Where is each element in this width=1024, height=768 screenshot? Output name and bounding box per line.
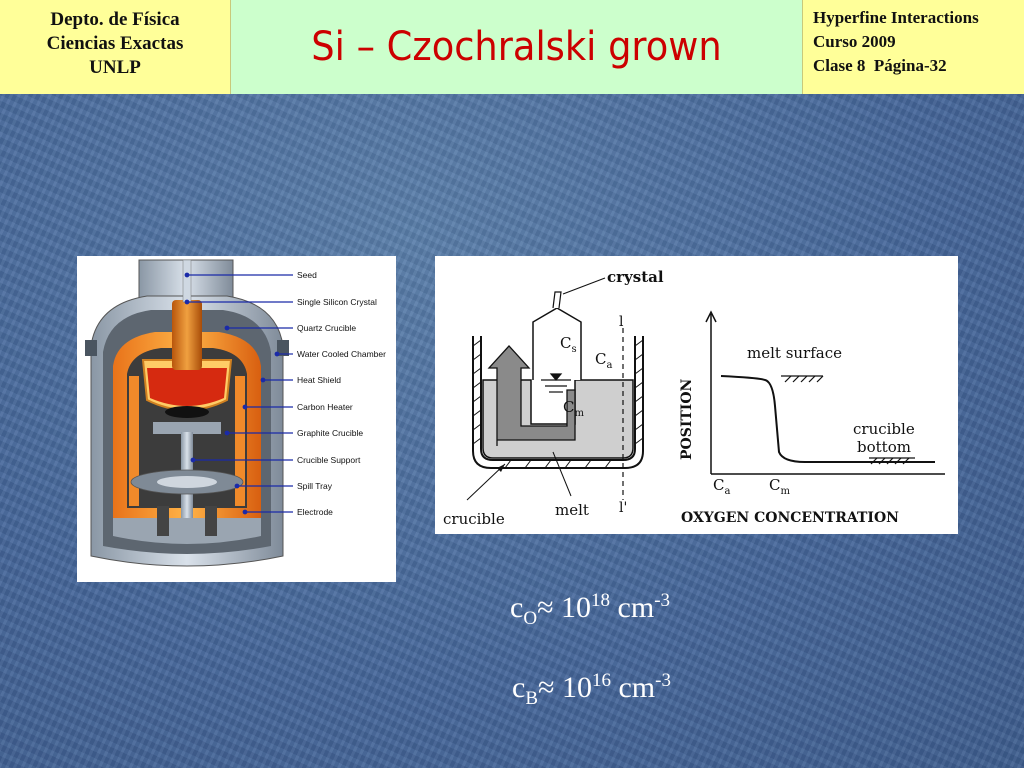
label-crucible-bottom-1: crucible bbox=[853, 420, 915, 438]
tick-cm: Cm bbox=[769, 476, 790, 497]
institution-line-1: Depto. de Física bbox=[50, 9, 180, 30]
label-graphite-crucible: Graphite Crucible bbox=[297, 428, 363, 438]
label-x-axis: OXYGEN CONCENTRATION bbox=[681, 510, 899, 526]
boron-concentration-formula: cB≈ 1016 cm-3 bbox=[512, 670, 671, 709]
course-line-1: Hyperfine Interactions bbox=[813, 8, 979, 27]
label-l-prime: l' bbox=[619, 500, 627, 516]
slide-title: Si – Czochralski grown bbox=[311, 24, 722, 70]
institution-line-3: UNLP bbox=[89, 57, 141, 78]
silicon-crystal-shape bbox=[172, 259, 202, 370]
oxygen-concentration-formula: cO≈ 1018 cm-3 bbox=[510, 590, 671, 629]
crucible-outline bbox=[472, 336, 644, 469]
institution-box: Depto. de Física Ciencias Exactas UNLP bbox=[0, 0, 231, 94]
oxygen-profile-curve bbox=[720, 375, 935, 463]
slide-header: Depto. de Física Ciencias Exactas UNLP S… bbox=[0, 0, 1024, 95]
label-water-cooled-chamber: Water Cooled Chamber bbox=[297, 349, 386, 359]
surface-marker bbox=[541, 373, 571, 393]
label-crucible-support: Crucible Support bbox=[297, 455, 361, 465]
label-carbon-heater: Carbon Heater bbox=[297, 402, 353, 412]
label-spill-tray: Spill Tray bbox=[297, 481, 333, 491]
institution-line-2: Ciencias Exactas bbox=[46, 33, 184, 54]
label-seed: Seed bbox=[297, 270, 317, 280]
label-melt: melt bbox=[555, 501, 589, 519]
label-cs: Cs bbox=[560, 334, 577, 355]
course-line-3: Clase 8 Página-32 bbox=[813, 56, 947, 75]
oxygen-flow-arrow bbox=[487, 345, 576, 446]
label-ca: Ca bbox=[595, 350, 612, 371]
crucible-shape bbox=[141, 359, 233, 418]
crucible-support-shape bbox=[113, 422, 261, 544]
title-box: Si – Czochralski grown bbox=[231, 0, 802, 94]
course-line-2: Curso 2009 bbox=[813, 32, 896, 51]
label-cm: Cm bbox=[563, 398, 584, 419]
label-single-silicon-crystal: Single Silicon Crystal bbox=[297, 297, 377, 307]
crucible-hatching bbox=[472, 339, 644, 469]
label-position-axis: POSITION bbox=[679, 378, 695, 460]
label-melt-surface: melt surface bbox=[747, 344, 842, 362]
oxygen-segregation-diagram: crystal Cs Ca Cm l l' crucible melt melt… bbox=[435, 256, 958, 534]
label-heat-shield: Heat Shield bbox=[297, 375, 341, 385]
label-l: l bbox=[619, 314, 624, 330]
cz-furnace-illustration: Seed Single Silicon Crystal Quartz Cruci… bbox=[77, 256, 396, 582]
leader-lines bbox=[184, 272, 293, 515]
label-crystal: crystal bbox=[607, 268, 664, 286]
boundary-hatches bbox=[781, 375, 915, 465]
label-crucible: crucible bbox=[443, 510, 505, 528]
profile-axes bbox=[705, 310, 945, 475]
course-box: Hyperfine Interactions Curso 2009 Clase … bbox=[802, 0, 1024, 94]
label-crucible-bottom-2: bottom bbox=[857, 438, 911, 456]
tick-ca: Ca bbox=[713, 476, 730, 497]
label-quartz-crucible: Quartz Crucible bbox=[297, 323, 356, 333]
label-electrode: Electrode bbox=[297, 507, 333, 517]
